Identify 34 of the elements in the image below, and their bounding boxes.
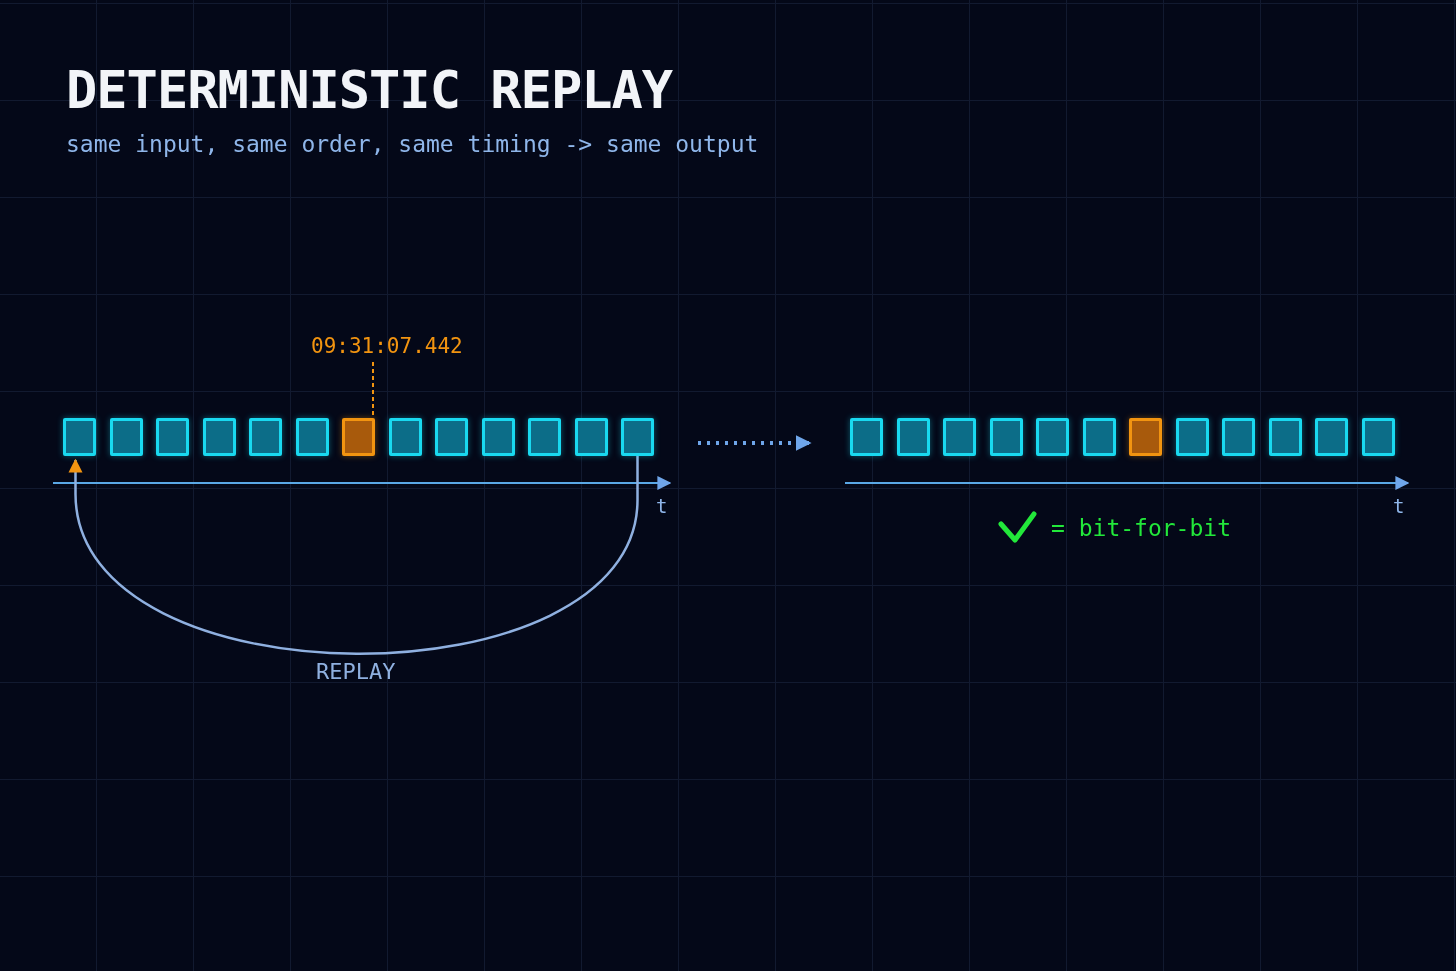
event-block xyxy=(1361,418,1395,456)
replay-arrow xyxy=(68,456,639,655)
event-block xyxy=(435,418,468,456)
event-block xyxy=(1129,418,1162,456)
event-block xyxy=(1082,418,1116,456)
event-block xyxy=(574,418,608,456)
event-block xyxy=(295,418,329,456)
edge-label: REPLAY xyxy=(316,659,396,684)
event-block xyxy=(621,418,654,456)
event-block xyxy=(1222,418,1255,456)
axis-label: t xyxy=(1393,495,1405,517)
event-block xyxy=(1036,418,1069,456)
event-block xyxy=(202,418,236,456)
event-block xyxy=(1268,418,1302,456)
event-block xyxy=(850,418,883,456)
event-block xyxy=(896,418,930,456)
event-block xyxy=(989,418,1023,456)
timestamp-label: 09:31:07.442 xyxy=(311,334,463,358)
event-block xyxy=(388,418,422,456)
title: DETERMINISTIC REPLAY xyxy=(66,60,673,120)
event-block xyxy=(249,418,282,456)
event-block xyxy=(1175,418,1209,456)
event-block xyxy=(109,418,143,456)
event-block xyxy=(1315,418,1348,456)
event-block xyxy=(156,418,189,456)
event-block xyxy=(63,418,96,456)
event-block xyxy=(481,418,515,456)
result-label: = bit-for-bit xyxy=(1051,515,1231,541)
subtitle: same input, same order, same timing -> same output xyxy=(66,131,759,157)
axis-label: t xyxy=(656,495,668,517)
event-block xyxy=(943,418,976,456)
event-block xyxy=(342,418,375,456)
event-block xyxy=(528,418,561,456)
dotted-arrow xyxy=(698,435,812,451)
